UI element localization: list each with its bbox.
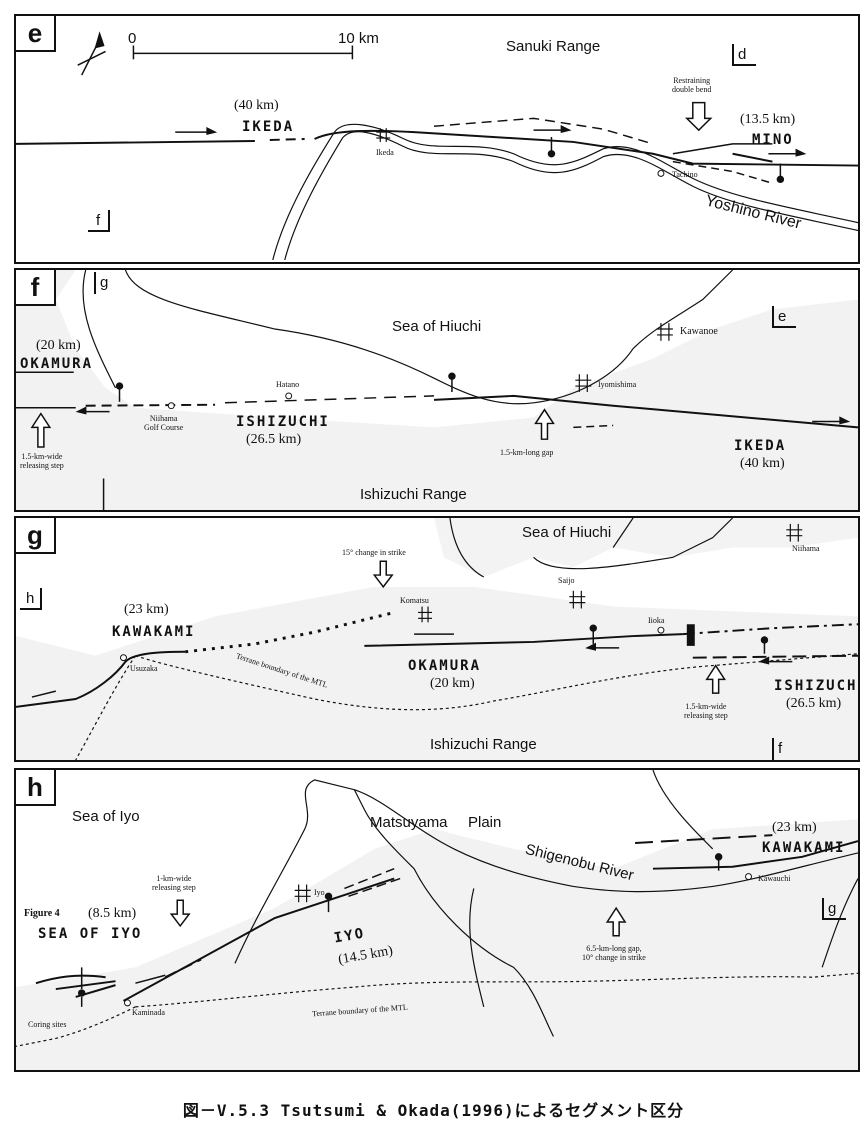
fault-lines (16, 394, 858, 429)
panel-f-map (16, 270, 858, 510)
figure-caption: 図－V.5.3 Tsutsumi & Okada(1996)によるセグメント区分 (182, 1101, 685, 1120)
panel-g: g Sea of Hiuchi Niihama 15° change in st… (14, 516, 860, 762)
coring-sites-label: Coring sites (28, 1020, 67, 1029)
iyo-town-label: Iyo (314, 888, 325, 897)
ikeda-length-f: (40 km) (740, 456, 785, 471)
ishizuchi-range-label-f: Ishizuchi Range (360, 486, 467, 503)
restraining-arrow (685, 101, 713, 132)
panel-f: f g Sea of Hiuchi e Kawanoe (20 km) OKAM… (14, 268, 860, 512)
north-arrow-icon (77, 31, 106, 76)
kawakami-length-h: (23 km) (772, 820, 817, 835)
panel-g-label: g (16, 518, 56, 554)
ref-f-marker: f (88, 210, 116, 234)
coastline (449, 518, 734, 578)
sea-of-iyo-segment-name: SEA OF IYO (38, 926, 143, 942)
ref-e-marker: e (770, 306, 796, 330)
okamura-length-g: (20 km) (430, 676, 475, 691)
ishizuchi-length-g: (26.5 km) (786, 696, 842, 711)
komatsu-label: Komatsu (400, 596, 429, 605)
fault-lines (16, 117, 858, 184)
panel-e: e 0 10 km Sanuki Range d (40 km) IKEDA I… (14, 14, 860, 264)
ishizuchi-length: (26.5 km) (246, 432, 302, 447)
kawakami-length-g: (23 km) (124, 602, 169, 617)
ishizuchi-segment-name-g: ISHIZUCHI (774, 678, 860, 694)
sea-of-hiuchi-label-g: Sea of Hiuchi (522, 524, 612, 541)
iyomishima-label: Iyomishima (598, 380, 637, 389)
okamura-segment-name: OKAMURA (20, 356, 94, 372)
okamura-length: (20 km) (36, 338, 81, 353)
kawakami-segment-name-h: KAWAKAMI (762, 840, 846, 856)
sea-of-iyo-label: Sea of Iyo (72, 808, 140, 825)
slip-arrows (175, 125, 807, 157)
yoshino-river (272, 123, 858, 261)
niihama-golf-label: Niihama Golf Course (144, 414, 184, 432)
releasing-step-label-h: 1-km-wide releasing step (152, 874, 196, 892)
sea-of-hiuchi-label: Sea of Hiuchi (392, 318, 482, 335)
niihama-label: Niihama (792, 544, 820, 553)
coastline (234, 770, 858, 1037)
ref-d-marker: d (730, 44, 756, 68)
hatano-label: Hatano (276, 380, 300, 389)
figure4-label: Figure 4 (24, 908, 60, 919)
scale-ten: 10 km (338, 30, 379, 47)
ref-f-marker-g: f (770, 738, 796, 760)
kawauchi-label: Kawauchi (758, 874, 791, 883)
plain-label: Plain (468, 814, 502, 831)
ishizuchi-range-label-g: Ishizuchi Range (430, 736, 537, 753)
tachino-label: Tachino (672, 170, 698, 179)
mino-length: (13.5 km) (740, 112, 796, 127)
scale-bar (132, 45, 354, 60)
ikeda-segment-name: IKEDA (242, 119, 295, 135)
releasing-step-label-g: 1.5-km-wide releasing step (684, 702, 728, 720)
ref-g-marker-h: g (820, 898, 846, 922)
terrane-boundary (135, 653, 858, 711)
panel-e-map (16, 31, 858, 261)
kawakami-segment-name-g: KAWAKAMI (112, 624, 196, 640)
gap-label: 1.5-km-long gap (500, 448, 554, 457)
panel-h-map (16, 770, 858, 1070)
panel-h-label: h (16, 770, 56, 806)
fault-lines (16, 611, 858, 708)
ishizuchi-segment-name: ISHIZUCHI (236, 414, 330, 430)
panel-g-map (16, 518, 858, 760)
fault-lines (35, 834, 858, 1002)
ref-h-marker: h (20, 588, 46, 612)
matsuyama-label: Matsuyama (370, 814, 448, 831)
gap-label-h: 6.5-km-long gap, 10° change in strike (582, 944, 646, 962)
ref-g-marker: g (92, 272, 118, 296)
mino-segment-name: MINO (752, 132, 794, 148)
ikeda-segment-name-f: IKEDA (734, 438, 787, 454)
ikeda-length: (40 km) (234, 98, 279, 113)
usuzaka-label: Usuzaka (130, 664, 158, 673)
ikeda-town-label: Ikeda (376, 148, 394, 157)
panel-h: h Sea of Iyo Matsuyama Plain (23 km) KAW… (14, 768, 860, 1072)
saijo-label: Saijo (558, 576, 575, 585)
releasing-step-label: 1.5-km-wide releasing step (20, 452, 64, 470)
okamura-segment-name-g: OKAMURA (408, 658, 482, 674)
terrane-boundary-h (135, 972, 858, 1008)
restraining-label: Restraining double bend (672, 76, 712, 94)
scale-zero: 0 (128, 30, 137, 47)
panel-f-label: f (16, 270, 56, 306)
coastline (124, 270, 734, 405)
sea-of-iyo-length: (8.5 km) (88, 906, 137, 921)
kawanoe-label: Kawanoe (680, 326, 718, 337)
iioka-label: Iioka (648, 616, 665, 625)
sanuki-range-label: Sanuki Range (506, 38, 601, 55)
ikeda-town-symbol (376, 128, 391, 142)
panel-e-label: e (16, 16, 56, 52)
kaminada-label: Kaminada (132, 1008, 165, 1017)
strike-change-label: 15° change in strike (342, 548, 406, 557)
